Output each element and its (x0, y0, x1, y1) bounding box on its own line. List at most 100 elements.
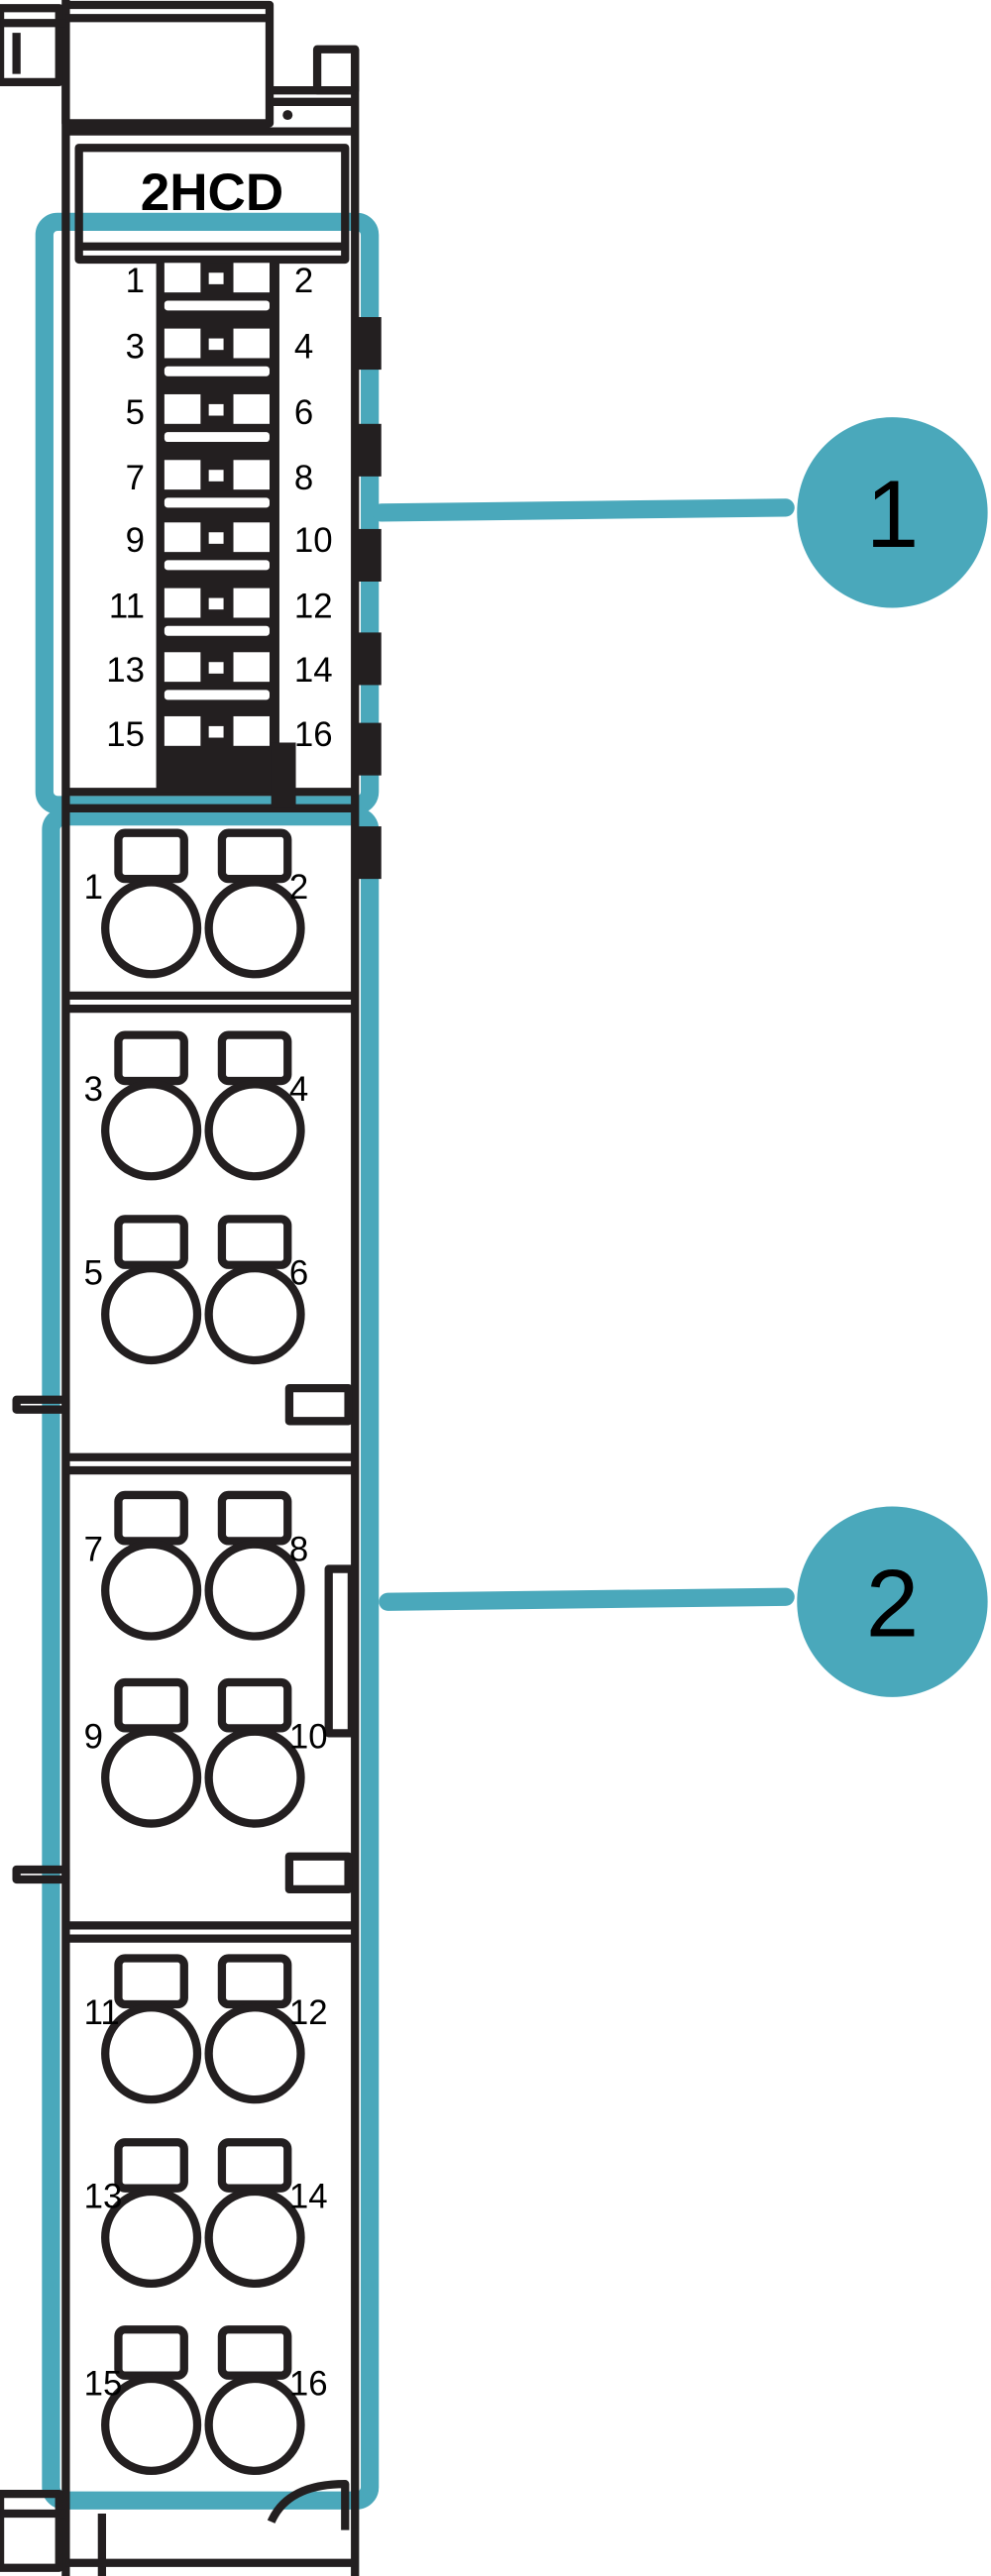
row-separator (164, 625, 271, 636)
release-slot (114, 1030, 188, 1086)
wire-entry (101, 2374, 202, 2476)
terminal-number-left: 3 (84, 1070, 103, 1109)
release-slot (114, 828, 188, 884)
wire-entry (204, 1727, 305, 1828)
pin-slot (233, 522, 271, 553)
release-slot (217, 1490, 292, 1546)
upper-pin-number-right: 12 (294, 587, 333, 625)
release-slot (217, 1215, 292, 1269)
terminal-number-right: 8 (289, 1530, 308, 1568)
pin-slot (164, 393, 201, 424)
upper-pin-number-left: 9 (126, 521, 145, 560)
pin-slot (233, 263, 271, 293)
row-separator (164, 300, 271, 311)
pin-hole (208, 470, 224, 482)
wire-entry (204, 1263, 305, 1365)
wire-entry (101, 2003, 202, 2104)
upper-pin-number-left: 5 (126, 393, 145, 432)
pin-hole (208, 272, 224, 284)
wire-entry (101, 2187, 202, 2288)
upper-pin-number-left: 15 (106, 715, 145, 754)
terminal-number-left: 15 (84, 2365, 123, 2404)
release-slot (114, 1215, 188, 1269)
row-separator (164, 497, 271, 508)
release-slot (114, 1954, 188, 2009)
callout-2: 2 (797, 1506, 988, 1697)
release-slot (217, 828, 292, 884)
terminal-number-left: 11 (84, 1993, 120, 2032)
upper-pin-number-left: 1 (126, 262, 145, 300)
release-slot (114, 1490, 188, 1546)
pin-slot (164, 522, 201, 553)
wire-entry (101, 1263, 202, 1365)
pin-slot (233, 652, 271, 683)
terminal-number-right: 2 (289, 868, 308, 907)
wire-entry (204, 1540, 305, 1641)
wire-entry (101, 1727, 202, 1828)
pin-slot (233, 460, 271, 490)
upper-pin-number-right: 16 (294, 715, 333, 754)
pin-hole (208, 403, 224, 416)
pin-hole (208, 662, 224, 674)
pin-slot (233, 588, 271, 618)
terminal-number-right: 10 (289, 1717, 328, 1756)
release-slot (114, 1677, 188, 1733)
pin-slot (164, 715, 201, 746)
release-slot (217, 1030, 292, 1086)
upper-pin-number-right: 6 (294, 393, 313, 432)
row-separator (164, 432, 271, 443)
row-separator (164, 560, 271, 571)
wire-entry (204, 2374, 305, 2476)
terminal-number-right: 12 (289, 1993, 328, 2032)
pin-hole (208, 725, 224, 738)
wire-entry (204, 2187, 305, 2288)
terminal-number-right: 4 (289, 1070, 308, 1109)
release-slot (217, 2138, 292, 2193)
upper-pin-number-right: 10 (294, 521, 333, 560)
wire-entry (204, 2003, 305, 2104)
upper-pin-number-right: 2 (294, 262, 313, 300)
callout-1: 1 (797, 417, 988, 608)
wire-entry (101, 878, 202, 979)
wire-entry (204, 878, 305, 979)
callout-line-2 (379, 1587, 795, 1611)
wire-entry (101, 1540, 202, 1641)
upper-pin-number-left: 11 (109, 587, 145, 625)
callout-line-1 (372, 498, 795, 522)
release-slot (217, 1954, 292, 2009)
release-slot (114, 2138, 188, 2193)
terminal-number-right: 14 (289, 2178, 328, 2216)
pin-slot (164, 588, 201, 618)
callout-2-label: 2 (866, 1552, 919, 1658)
callout-1-label: 1 (866, 462, 919, 568)
pin-slot (164, 263, 201, 293)
release-slot (217, 2325, 292, 2380)
upper-pin-number-left: 3 (126, 327, 145, 366)
pin-slot (233, 715, 271, 746)
pin-slot (233, 328, 271, 359)
pin-slot (164, 328, 201, 359)
pin-slot (233, 393, 271, 424)
upper-pin-number-left: 13 (106, 651, 145, 690)
row-separator (164, 690, 271, 700)
row-separator (164, 366, 271, 376)
upper-pin-number-right: 14 (294, 651, 333, 690)
release-slot (114, 2325, 188, 2380)
module-label: 2HCD (141, 163, 283, 222)
terminal-number-right: 16 (289, 2365, 328, 2404)
wire-entry (101, 1080, 202, 1181)
pin-hole (208, 532, 224, 544)
upper-pin-number-right: 8 (294, 459, 313, 497)
terminal-number-left: 1 (84, 868, 103, 907)
module-housing (0, 0, 382, 2576)
upper-pin-number-left: 7 (126, 459, 145, 497)
terminal-number-left: 5 (84, 1254, 103, 1293)
terminal-number-right: 6 (289, 1254, 308, 1293)
pin-slot (164, 652, 201, 683)
highlight-region-2 (42, 806, 380, 2510)
pin-hole (208, 338, 224, 351)
terminal-number-left: 13 (84, 2178, 123, 2216)
